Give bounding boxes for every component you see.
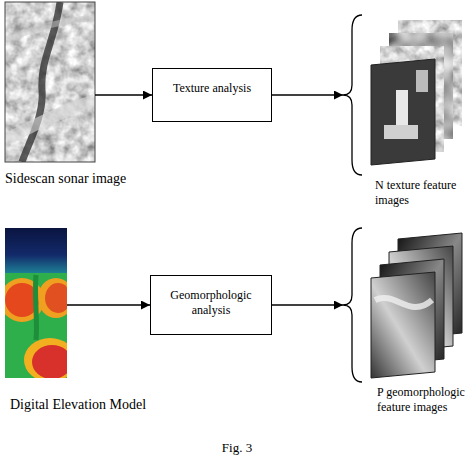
feature-sheet	[371, 59, 435, 165]
picture-caption: Sidescan sonar image	[5, 170, 126, 188]
dem-picture	[5, 228, 67, 378]
sonar-slope	[5, 18, 95, 40]
texture-sheet-stack	[371, 20, 462, 165]
figure-caption: Fig. 3	[0, 440, 474, 456]
feature-sheet	[371, 272, 435, 378]
picture-node: Digital Elevation Model	[5, 228, 67, 378]
sonar-frame	[5, 2, 95, 162]
sheet-pattern	[384, 125, 418, 139]
sheet-pattern	[396, 90, 408, 130]
flow-arrow	[272, 304, 343, 306]
process-box: Geomorphologic analysis	[150, 275, 272, 335]
sheet-pattern	[416, 70, 428, 92]
box-label: Geomorphologic analysis	[159, 288, 263, 318]
sheet-pattern	[375, 298, 432, 307]
dem-valley	[35, 275, 36, 340]
flow-arrow	[95, 94, 152, 96]
sonar-picture	[5, 2, 95, 162]
dem-rim	[38, 278, 67, 318]
picture-caption: P geomorphologic feature images	[377, 385, 471, 415]
flow-arrow	[67, 304, 150, 306]
picture-node: Sidescan sonar image	[5, 2, 95, 162]
sonar-ridge	[5, 100, 95, 140]
flow-arrow	[272, 94, 343, 96]
box-label: Texture analysis	[161, 81, 263, 96]
brace	[343, 228, 362, 382]
picture-caption: Digital Elevation Model	[10, 396, 146, 414]
geomorphologic-sheet-stack	[371, 233, 462, 378]
dem-high	[32, 345, 67, 378]
picture-caption: N texture feature images	[375, 178, 469, 208]
dem-rim	[24, 338, 67, 378]
feature-stack: P geomorphologic feature images	[343, 228, 468, 382]
sonar-texture	[5, 2, 95, 162]
dem-deep	[5, 228, 67, 273]
process-box: Texture analysis	[152, 68, 272, 122]
brace	[343, 15, 362, 175]
dem-high	[45, 283, 67, 313]
feature-stack: N texture feature images	[343, 15, 468, 175]
